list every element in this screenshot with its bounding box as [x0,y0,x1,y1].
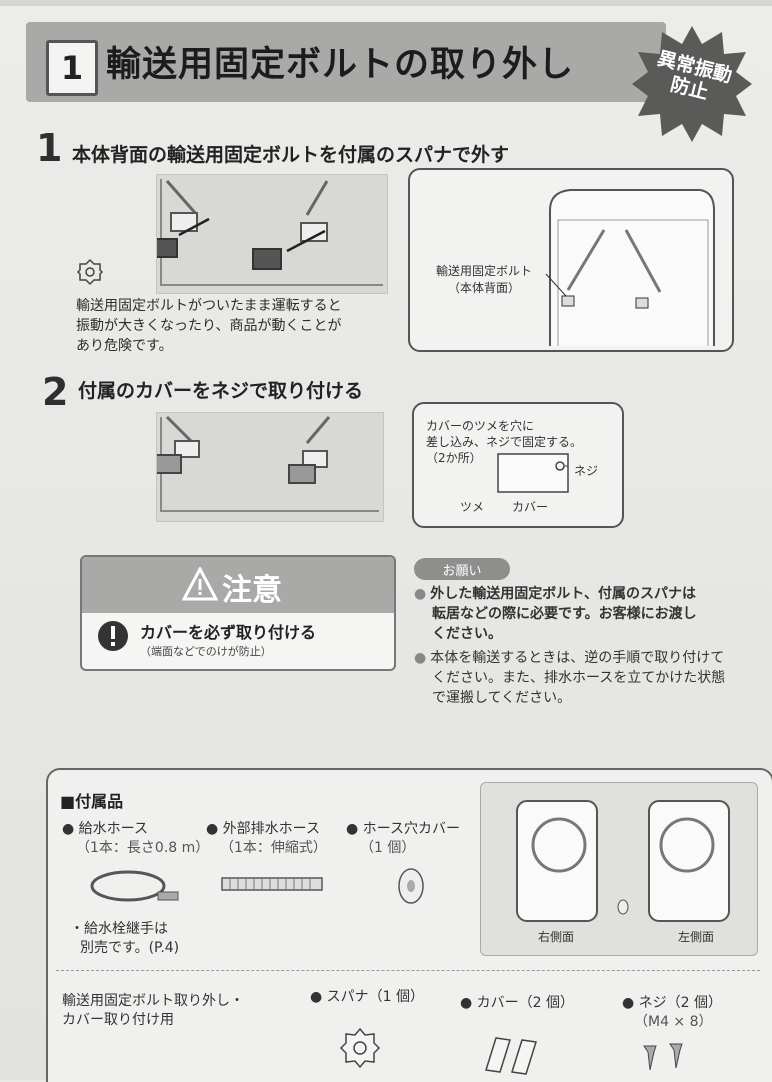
step2-callout [412,402,624,528]
left-side-label: 左側面 [678,930,715,944]
caution-title: 注意 [222,573,282,608]
caution-header [82,557,394,613]
cover-parts-icon [485,1037,537,1075]
washer-side-views [480,782,758,956]
cover-detail-drawing [497,453,569,493]
starburst-badge-icon [632,26,752,142]
cover-item: ● カバー（2 個） [460,995,575,1011]
label-neji: ネジ [574,464,599,478]
faucet-note: ・給水栓継手は 別売です。(P.4) [70,921,180,956]
right-side-label: 右側面 [538,930,575,944]
caution-box: 注意 カバーを必ず取り付ける （端面などでのけが防止） [80,555,396,671]
step1-callout [408,168,734,352]
label-tsume: ツメ [460,500,485,514]
step1-title: 本体背面の輸送用固定ボルトを付属のスパナで外す [72,144,510,166]
drain-hose-item: ● 外部排水ホース （1本：伸縮式） [206,821,327,856]
top-edge [0,0,772,6]
hose-cover-item: ● ホース穴カバー （1 個） [346,821,460,856]
drain-hose-icon [221,877,323,891]
step1-illustration [150,174,388,294]
supply-hose-item: ● 給水ホース （1本：長さ0.8 m） [62,821,210,856]
section-number: 1 [46,40,98,96]
washer-back-drawing [545,189,715,346]
spanner-part-icon [339,1027,381,1069]
mandatory-icon [98,621,128,651]
bolt-tools-label: 輸送用固定ボルト取り外し・ カバー取り付け用 [62,993,244,1028]
bolt-label: 輸送用固定ボルト （本体背面） [436,264,533,295]
spanner-icon [76,258,104,286]
step2-title: 付属のカバーをネジで取り付ける [78,380,364,402]
cover-instructions: カバーのツメを穴に 差し込み、ネジで固定する。 （2か所） [426,419,583,465]
onegai-label: お願い [414,558,510,580]
divider [56,970,760,971]
step1-warning-text: 輸送用固定ボルトがついたまま運転すると 振動が大きくなったり、商品が動くことが … [76,298,342,354]
cover-attach-drawing [136,415,379,512]
washers-drawing [516,800,730,922]
screw-item: ● ネジ（2 個） （M4 × 8） [622,995,723,1030]
supply-hose-icon [90,870,179,902]
label-cover: カバー [512,500,549,514]
spanner-item: ● スパナ（1 個） [310,989,425,1005]
step2-number: 2 [42,370,69,414]
screw-parts-icon [643,1043,683,1071]
caution-sub: （端面などでのけが防止） [140,645,272,658]
accessories-title: ■付属品 [60,792,124,811]
onegai-note-2: ●本体を輸送するときは、逆の手順で取り付けて ください。また、排水ホースを立てか… [414,650,726,706]
section-header-bar [26,22,666,102]
step1-number: 1 [36,126,63,170]
step2-illustration [136,412,384,522]
bolt-removal-drawing [150,179,383,286]
section-title: 輸送用固定ボルトの取り外し [106,45,575,85]
onegai-note-1: ●外した輸送用固定ボルト、付属のスパナは 転居などの際に必要です。お客様にお渡し… [414,586,697,642]
hose-cover-icon [398,868,424,904]
warning-triangle-icon [182,567,218,601]
caution-main: カバーを必ず取り付ける [140,623,317,642]
